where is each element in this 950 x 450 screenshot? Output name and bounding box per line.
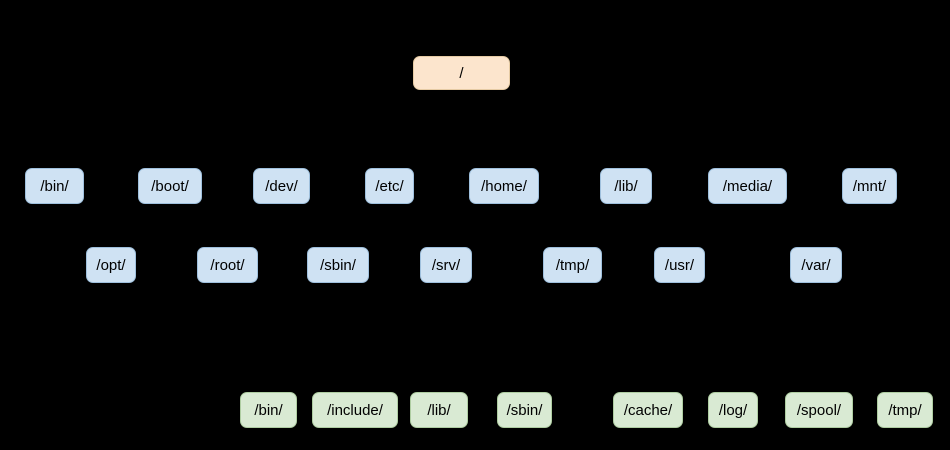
tree-node-sub-log: /log/	[708, 392, 758, 428]
tree-node-srv: /srv/	[420, 247, 472, 283]
tree-node-root: /	[413, 56, 510, 90]
tree-node-root-dir: /root/	[197, 247, 258, 283]
tree-node-sub-sbin: /sbin/	[497, 392, 552, 428]
tree-node-boot: /boot/	[138, 168, 202, 204]
tree-node-media: /media/	[708, 168, 787, 204]
tree-node-etc: /etc/	[365, 168, 414, 204]
tree-node-sbin: /sbin/	[307, 247, 369, 283]
tree-node-sub-bin: /bin/	[240, 392, 297, 428]
tree-node-usr: /usr/	[654, 247, 705, 283]
tree-node-lib: /lib/	[600, 168, 652, 204]
tree-node-bin: /bin/	[25, 168, 84, 204]
tree-node-sub-include: /include/	[312, 392, 398, 428]
tree-node-sub-lib: /lib/	[410, 392, 468, 428]
tree-node-sub-tmp: /tmp/	[877, 392, 933, 428]
tree-node-sub-cache: /cache/	[613, 392, 683, 428]
tree-node-opt: /opt/	[86, 247, 136, 283]
tree-node-sub-spool: /spool/	[785, 392, 853, 428]
tree-node-dev: /dev/	[253, 168, 310, 204]
tree-node-tmp: /tmp/	[543, 247, 602, 283]
tree-node-home: /home/	[469, 168, 539, 204]
tree-node-var: /var/	[790, 247, 842, 283]
tree-node-mnt: /mnt/	[842, 168, 897, 204]
